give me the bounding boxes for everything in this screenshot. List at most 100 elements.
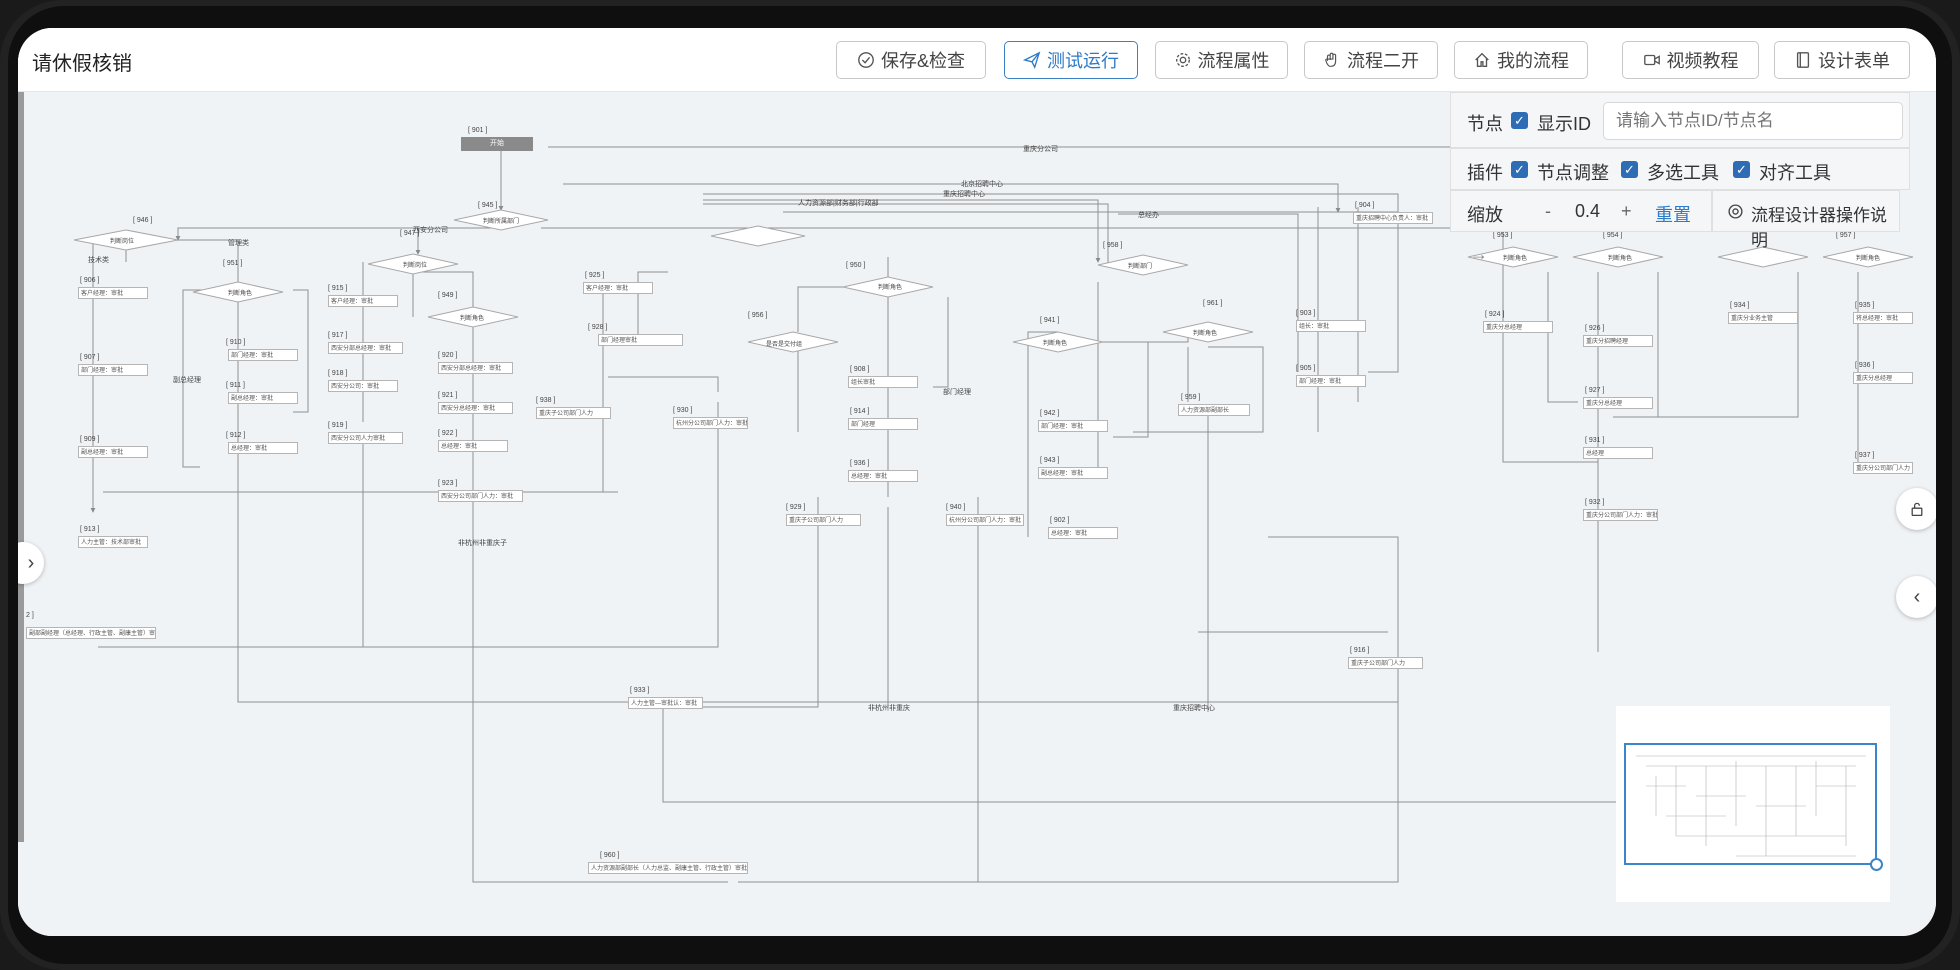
node-adjust-checkbox[interactable]: ✓ [1511,161,1528,178]
flow-node[interactable]: 西安分总经理：审批 [438,402,513,414]
flow-node[interactable]: 重庆招聘中心负责人：审批 [1353,212,1433,224]
page-title: 请休假核销 [32,53,132,75]
node-id: [ 921 ] [438,392,458,399]
node-label: 判断角色 [460,316,485,322]
flow-node[interactable]: 杭州分公司部门人力：审批 [946,514,1024,526]
flow-node[interactable]: 总经理：审批 [228,442,298,454]
save-check-label: 保存&检查 [880,51,965,71]
flow-node[interactable]: 西安分公司人力审批 [328,432,403,444]
zoom-out-button[interactable]: - [1545,201,1551,221]
flow-node[interactable]: 西安分部总经理：审批 [438,362,513,374]
flow-node[interactable]: 西安分部总经理：审批 [328,342,403,354]
minimap-viewport[interactable] [1624,743,1877,865]
flow-node[interactable]: 组长：审批 [1296,320,1366,332]
node-label: 判断角色 [1503,256,1528,262]
edge-label: 总经办 [1138,212,1159,219]
flow-node[interactable]: 杭州分公司部门人力：审批 [673,417,748,429]
flow-node[interactable]: 重庆分总经理 [1853,372,1913,384]
node-id: [ 909 ] [80,436,100,443]
lock-button[interactable] [1896,488,1936,530]
start-node[interactable]: 开始 [461,137,533,151]
zoom-in-button[interactable]: + [1621,201,1632,221]
flow-node[interactable]: 总经理：审批 [1048,527,1118,539]
show-id-checkbox[interactable]: ✓ [1511,112,1528,129]
node-label: 判断角色 [1193,331,1218,337]
flow-node[interactable]: 人力主管：技术部审批 [78,536,148,548]
flow-node[interactable]: 部门经理：审批 [1296,375,1366,387]
node-id: [ 958 ] [1103,242,1123,249]
flow-canvas[interactable]: [ 901 ] 开始 重庆分公司 北京招聘中心 重庆招聘中心 人力资源部|财务部… [18,92,1936,936]
minimap[interactable] [1616,706,1890,902]
my-flows-label: 我的流程 [1497,51,1569,71]
flow-node[interactable]: 西安分公司：审批 [328,380,398,392]
video-tutorial-label: 视频教程 [1666,51,1739,71]
design-form-button[interactable]: 设计表单 [1774,41,1910,79]
flow-node[interactable]: 重庆分招聘经理 [1583,335,1653,347]
node-search-panel: 节点 ✓ 显示ID [1450,92,1910,148]
multi-select-label: 多选工具 [1647,163,1719,183]
node-id: [ 924 ] [1485,311,1505,318]
flow-node[interactable]: 部门经理：审批 [228,349,298,361]
help-panel[interactable]: 流程设计器操作说明 [1712,190,1900,250]
book-icon [1796,52,1810,68]
canvas-scrollbar[interactable] [18,92,24,842]
flow-node[interactable]: 总经理：审批 [848,470,918,482]
node-id: [ 904 ] [1355,202,1375,209]
edge-label: 非杭州非重庆 [868,705,910,712]
edge-label: 重庆招聘中心 [943,191,985,198]
my-flows-button[interactable]: 我的流程 [1454,41,1588,79]
edge-label: 人力资源部|财务部|行政部 [798,200,879,207]
flow-node[interactable]: 重庆子公司部门人力 [786,514,861,526]
flow-node[interactable]: 重庆分公司部门人力：审批 [1583,509,1658,521]
flow-node[interactable]: 总经理：审批 [438,440,508,452]
node-label: 判断部门 [1128,264,1153,270]
zoom-reset-button[interactable]: 重置 [1655,205,1691,225]
flow-node[interactable]: 组长审批 [848,376,918,388]
flow-node[interactable]: 将总经理：审批 [1853,312,1913,324]
node-id: [ 931 ] [1585,437,1605,444]
flow-node[interactable]: 西安分公司部门人力：审批 [438,490,523,502]
flow-node[interactable]: 人力主管—审批认：审批 [628,697,703,709]
node-id: [ 929 ] [786,504,806,511]
flow-node[interactable]: 副总经理：审批 [228,392,298,404]
flow-node[interactable]: 重庆分业务主管 [1728,312,1798,324]
paper-plane-icon [1023,51,1041,69]
node-id: [ 943 ] [1040,457,1060,464]
flow-node[interactable]: 总经理 [1583,447,1653,459]
flow-node[interactable]: 重庆分公司部门人力 [1853,462,1913,474]
flow-node[interactable]: 客户经理：审批 [78,287,148,299]
flow-node[interactable]: 部门经理：审批 [78,364,148,376]
arrow-right-icon[interactable]: → [1470,244,1488,264]
node-id: [ 923 ] [438,480,458,487]
align-tool-checkbox[interactable]: ✓ [1733,161,1750,178]
flow-properties-button[interactable]: 流程属性 [1155,41,1288,79]
gear-icon [1175,53,1190,67]
flow-node[interactable]: 副部副经理（总经理、行政主管、副康主管）审批 [26,627,156,639]
flow-node[interactable]: 部门经理审批 [598,334,683,346]
video-tutorial-button[interactable]: 视频教程 [1622,41,1759,79]
node-search-input[interactable] [1603,102,1903,140]
flow-node[interactable]: 副总经理：审批 [1038,467,1108,479]
flow-fork-button[interactable]: 流程二开 [1304,41,1438,79]
save-check-button[interactable]: 保存&检查 [836,41,986,79]
flow-node[interactable]: 重庆分总经理 [1483,321,1553,333]
flow-node[interactable]: 人力资源部副部长 [1178,404,1250,416]
flow-node[interactable]: 重庆子公司部门人力 [1348,657,1423,669]
flow-node[interactable]: 副总经理：审批 [78,446,148,458]
node-label: 判断角色 [228,291,253,297]
flow-node[interactable]: 部门经理：审批 [1038,420,1108,432]
minimap-resize-handle[interactable] [1870,858,1883,871]
video-camera-icon [1643,54,1660,66]
test-run-button[interactable]: 测试运行 [1004,41,1138,79]
flow-node[interactable]: 人力资源部副部长（人力总监、副康主管、行政主管）审批 [588,862,748,874]
node-id: [ 950 ] [846,262,866,269]
multi-select-checkbox[interactable]: ✓ [1621,161,1638,178]
flow-node[interactable]: 部门经理 [848,418,918,430]
flow-node[interactable]: 客户经理：审批 [328,295,398,307]
collapse-right-panel-button[interactable]: ‹ [1896,576,1936,618]
node-id: 2 ] [26,612,34,619]
flow-node[interactable]: 重庆分总经理 [1583,397,1653,409]
flow-node[interactable]: 客户经理：审批 [583,282,653,294]
flow-node[interactable]: 重庆子公司部门人力 [536,407,611,419]
node-id: [ 927 ] [1585,387,1605,394]
